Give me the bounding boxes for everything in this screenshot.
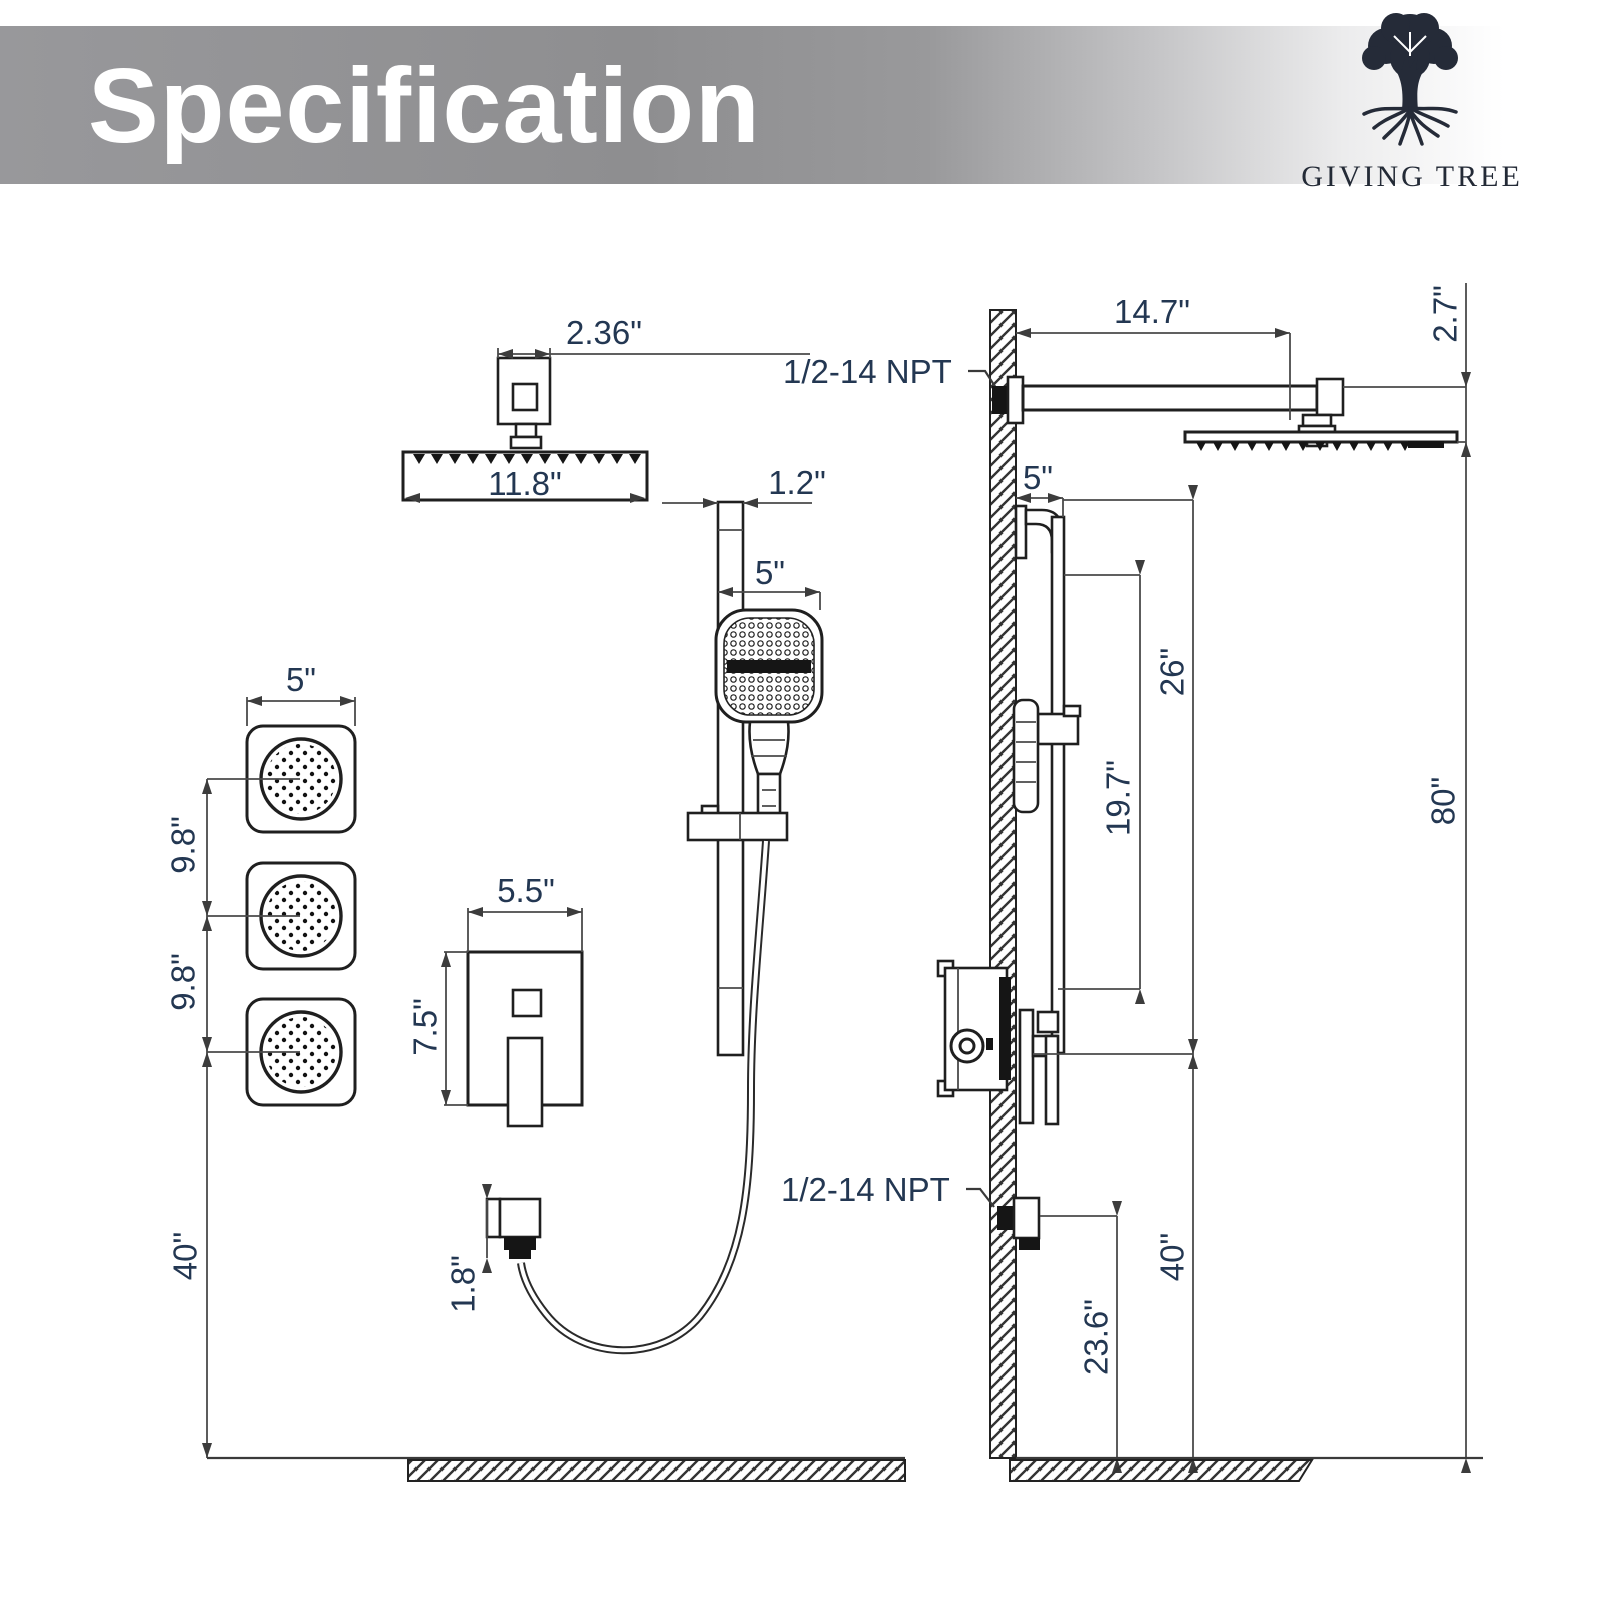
brand-name: GIVING TREE: [1301, 160, 1523, 193]
wall-side: [989, 309, 1017, 1459]
label-valve-height: 40": [1154, 1233, 1191, 1281]
mixer-valve-front: [466, 950, 584, 1128]
dim-rain-head: 2.36" 11.8": [405, 314, 810, 503]
dim-outlet-height: 23.6": [1040, 1201, 1122, 1473]
dim-hose-outlet: 1.8": [445, 1184, 492, 1313]
header-banner: [0, 26, 1600, 184]
label-npt-top: 1/2-14 NPT: [783, 353, 952, 390]
dim-valve-width: 5.5": [497, 872, 555, 909]
dim-body-jets: 5" 9.8" 9.8" 40": [165, 661, 356, 1458]
dim-head-width: 11.8": [488, 465, 562, 502]
rain-shower-head-front: [401, 356, 649, 502]
dim-valve: 5.5" 7.5": [407, 872, 583, 1106]
floor-side: [1009, 1456, 1483, 1482]
label-arm-length: 14.7": [1114, 293, 1190, 330]
page-title: Specification: [88, 47, 761, 165]
dim-jets-floor-height: 40": [167, 1232, 204, 1280]
label-outlet-height: 23.6": [1078, 1299, 1115, 1375]
hand-shower-front: [686, 608, 824, 842]
slide-bar-side: [1012, 504, 1082, 1055]
body-jet-1: [245, 724, 357, 834]
hose-outlet-front: [485, 1197, 542, 1259]
dim-bar-width: 1.2": [768, 464, 826, 501]
dim-jet-spacing-bottom: 9.8": [165, 953, 202, 1011]
dim-jet-spacing-top: 9.8": [165, 816, 202, 874]
npt-connection-top: 1/2-14 NPT: [783, 353, 1025, 425]
valve-side: [936, 959, 1060, 1126]
label-npt-bottom: 1/2-14 NPT: [781, 1171, 950, 1208]
dim-head-drop: 2.7" 80": [1343, 283, 1471, 1473]
label-head-drop: 2.7": [1427, 285, 1464, 343]
body-jet-2: [245, 861, 357, 971]
label-bar-travel: 19.7": [1100, 760, 1137, 836]
dim-hand-width: 5": [755, 554, 785, 591]
dim-handheld-width: 5": [718, 554, 821, 610]
dim-valve-height: 7.5": [407, 998, 444, 1056]
floor-front: [207, 1456, 906, 1482]
dim-arm-length: 14.7": [1016, 293, 1291, 420]
dim-slide-bar-width: 1.2": [662, 464, 826, 508]
dim-bar-travel: 19.7": [1058, 560, 1145, 1004]
dim-arm-width: 2.36": [566, 314, 642, 351]
hand-shower-hose-inner: [519, 840, 768, 1353]
dim-outlet-size: 1.8": [445, 1255, 482, 1313]
label-shower-height: 80": [1425, 777, 1462, 825]
giving-tree-logo-icon: [1362, 13, 1458, 146]
dim-bar-top-to-valve: 26" 40": [1033, 485, 1198, 1473]
label-bar-offset: 5": [1023, 459, 1053, 496]
npt-connection-bottom: 1/2-14 NPT: [781, 1171, 1041, 1250]
label-bar-top-to-valve: 26": [1154, 648, 1191, 696]
slide-bar-front: [700, 500, 745, 1057]
rain-head-side: [1183, 430, 1459, 451]
dim-bar-offset: 5": [1016, 459, 1064, 517]
dim-jet-width: 5": [286, 661, 316, 698]
